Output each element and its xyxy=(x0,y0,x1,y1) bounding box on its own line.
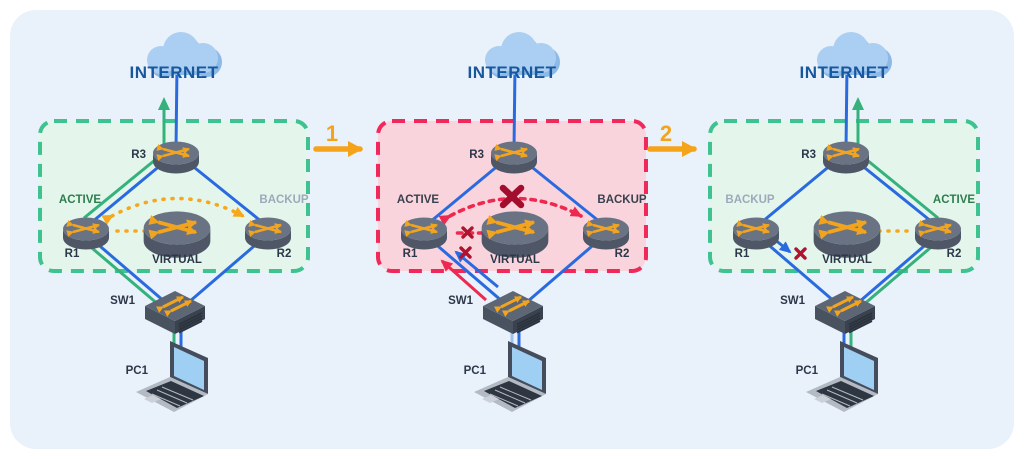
failed-traffic-arrow xyxy=(440,259,487,302)
link-r2-sw1 xyxy=(181,239,261,310)
r2-role-label: BACKUP xyxy=(259,194,309,206)
r1-label: R1 xyxy=(65,248,80,260)
r1-role-label: BACKUP xyxy=(725,194,775,206)
router-virtual-icon xyxy=(482,211,549,257)
r2-role-label: BACKUP xyxy=(597,194,647,206)
small-x-virtual-icon xyxy=(461,226,474,239)
pc1-label: PC1 xyxy=(796,365,819,377)
link-r2-sw1 xyxy=(519,239,599,310)
traffic-r1-r3 xyxy=(83,158,156,220)
router-r3-icon xyxy=(491,142,537,174)
virtual-label: VIRTUAL xyxy=(822,254,872,266)
small-x-link-icon xyxy=(794,247,807,260)
router-r2-icon xyxy=(583,218,629,250)
link-r1-sw1 xyxy=(431,239,511,310)
virtual-label: VIRTUAL xyxy=(490,254,540,266)
router-r1-icon xyxy=(733,218,779,250)
virtual-label: VIRTUAL xyxy=(152,254,202,266)
traffic-sw1-r2 xyxy=(855,241,937,313)
r2-label: R2 xyxy=(277,248,292,260)
router-virtual-icon xyxy=(144,211,211,257)
router-r2-icon xyxy=(245,218,291,250)
router-virtual-icon xyxy=(814,211,881,257)
link-r3-r2 xyxy=(189,162,263,224)
link-r3-r2 xyxy=(859,162,933,224)
link-r3-r1 xyxy=(761,162,833,224)
r2-label: R2 xyxy=(615,248,630,260)
router-r1-icon xyxy=(63,218,109,250)
failure-x-icon xyxy=(499,184,525,209)
r1-label: R1 xyxy=(735,248,750,260)
transition-2: 2 xyxy=(647,121,697,157)
link-r3-r2 xyxy=(527,162,601,224)
sw1-label: SW1 xyxy=(448,295,474,307)
pc1-label: PC1 xyxy=(126,365,149,377)
link-internet-r3 xyxy=(174,65,179,151)
pc1-label: PC1 xyxy=(464,365,487,377)
r1-label: R1 xyxy=(403,248,418,260)
r2-label: R2 xyxy=(947,248,962,260)
sw1-label: SW1 xyxy=(110,295,136,307)
traffic-to-r1-arrow xyxy=(454,250,499,289)
transition-2-label: 2 xyxy=(660,121,672,146)
transition-1: 1 xyxy=(313,121,363,157)
link-internet-r3 xyxy=(512,65,517,151)
internet-label: INTERNET xyxy=(130,63,219,82)
link-r1-sw1 xyxy=(93,239,173,310)
traffic-sw1-r1 xyxy=(85,241,167,313)
internet-label: INTERNET xyxy=(800,63,889,82)
router-r2-icon xyxy=(915,218,961,250)
r3-label: R3 xyxy=(469,149,484,161)
link-r1-sw1 xyxy=(763,239,843,310)
internet-label: INTERNET xyxy=(468,63,557,82)
small-x-link-icon xyxy=(459,246,472,259)
r3-label: R3 xyxy=(131,149,146,161)
router-r3-icon xyxy=(823,142,869,174)
r3-label: R3 xyxy=(801,149,816,161)
panel-normal: INTERNET R3 ACTIVE BACKUP R1 R2 VIRTUAL … xyxy=(38,32,310,413)
router-r1-icon xyxy=(401,218,447,250)
sw1-label: SW1 xyxy=(780,295,806,307)
link-internet-r3 xyxy=(844,65,849,151)
r1-role-label: ACTIVE xyxy=(59,194,102,206)
panel-failure: INTERNET R3 ACTIVE BACKUP R1 R2 VIRTUAL … xyxy=(376,32,648,413)
traffic-r2-r3 xyxy=(866,158,939,220)
router-r3-icon xyxy=(153,142,199,174)
transition-1-label: 1 xyxy=(326,121,338,146)
r2-role-label: ACTIVE xyxy=(933,194,976,206)
r1-role-label: ACTIVE xyxy=(397,194,440,206)
link-r2-sw1 xyxy=(851,239,931,310)
panel-failover: INTERNET R3 BACKUP ACTIVE R1 R2 VIRTUAL … xyxy=(708,32,980,413)
